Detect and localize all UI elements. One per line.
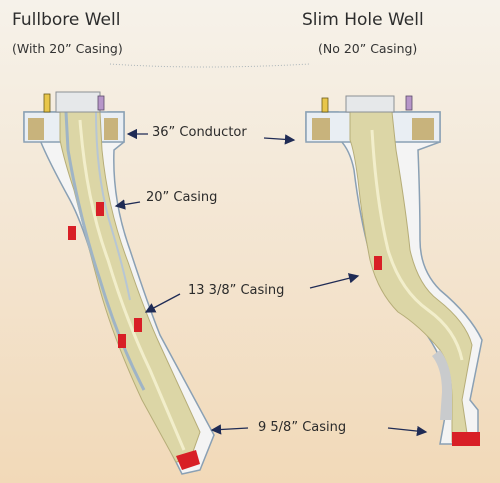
fullbore-wellhead (55, 91, 101, 113)
slim-hole-well-title: Slim Hole Well (302, 10, 424, 30)
slim-bore-highlight (370, 129, 464, 361)
fullbore-valve-right (97, 95, 105, 111)
fullbore-marker-20in (96, 202, 104, 216)
arrow-9in-left (210, 424, 249, 435)
fullbore-cement-right (104, 118, 118, 140)
separator-line (109, 63, 311, 68)
arrow-20in (114, 199, 141, 210)
fullbore-marker-13in-c (118, 334, 126, 348)
callout-arrows (114, 128, 428, 437)
slim-marker-13in (374, 256, 382, 270)
fullbore-casing-string (59, 111, 201, 463)
slim-wellhead (345, 95, 395, 113)
label-13-3-8in-casing: 13 3/8” Casing (188, 283, 285, 298)
arrow-9in-right (387, 425, 428, 437)
fullbore-marker-shoe (176, 450, 200, 470)
slim-open-hole (432, 350, 452, 420)
arrow-13in-left (144, 293, 181, 313)
fullbore-steel-pipe-2 (95, 111, 131, 301)
fullbore-well-title: Fullbore Well (12, 10, 121, 30)
fullbore-valve-left (43, 93, 51, 113)
slim-cement-left (312, 118, 330, 140)
slim-hole-well-subtitle: (No 20” Casing) (318, 41, 418, 56)
slim-valve-right (405, 95, 413, 111)
slim-hole-well (305, 95, 483, 446)
arrow-conductor-right (263, 134, 296, 145)
fullbore-steel-pipe (64, 111, 146, 391)
slim-valve-left (321, 97, 329, 113)
fullbore-well-subtitle: (With 20” Casing) (12, 41, 123, 56)
fullbore-well (23, 91, 215, 475)
fullbore-marker-13in-a (68, 226, 76, 240)
label-36in-conductor: 36” Conductor (152, 125, 247, 140)
label-20in-casing: 20” Casing (146, 190, 218, 205)
label-9-5-8in-casing: 9 5/8” Casing (258, 420, 347, 435)
slim-marker-shoe (452, 432, 480, 446)
slim-cement-right (412, 118, 434, 140)
fullbore-cement-left (28, 118, 44, 140)
fullbore-bore-highlight (78, 119, 186, 451)
fullbore-marker-13in-b (134, 318, 142, 332)
arrow-13in-right (309, 273, 360, 289)
